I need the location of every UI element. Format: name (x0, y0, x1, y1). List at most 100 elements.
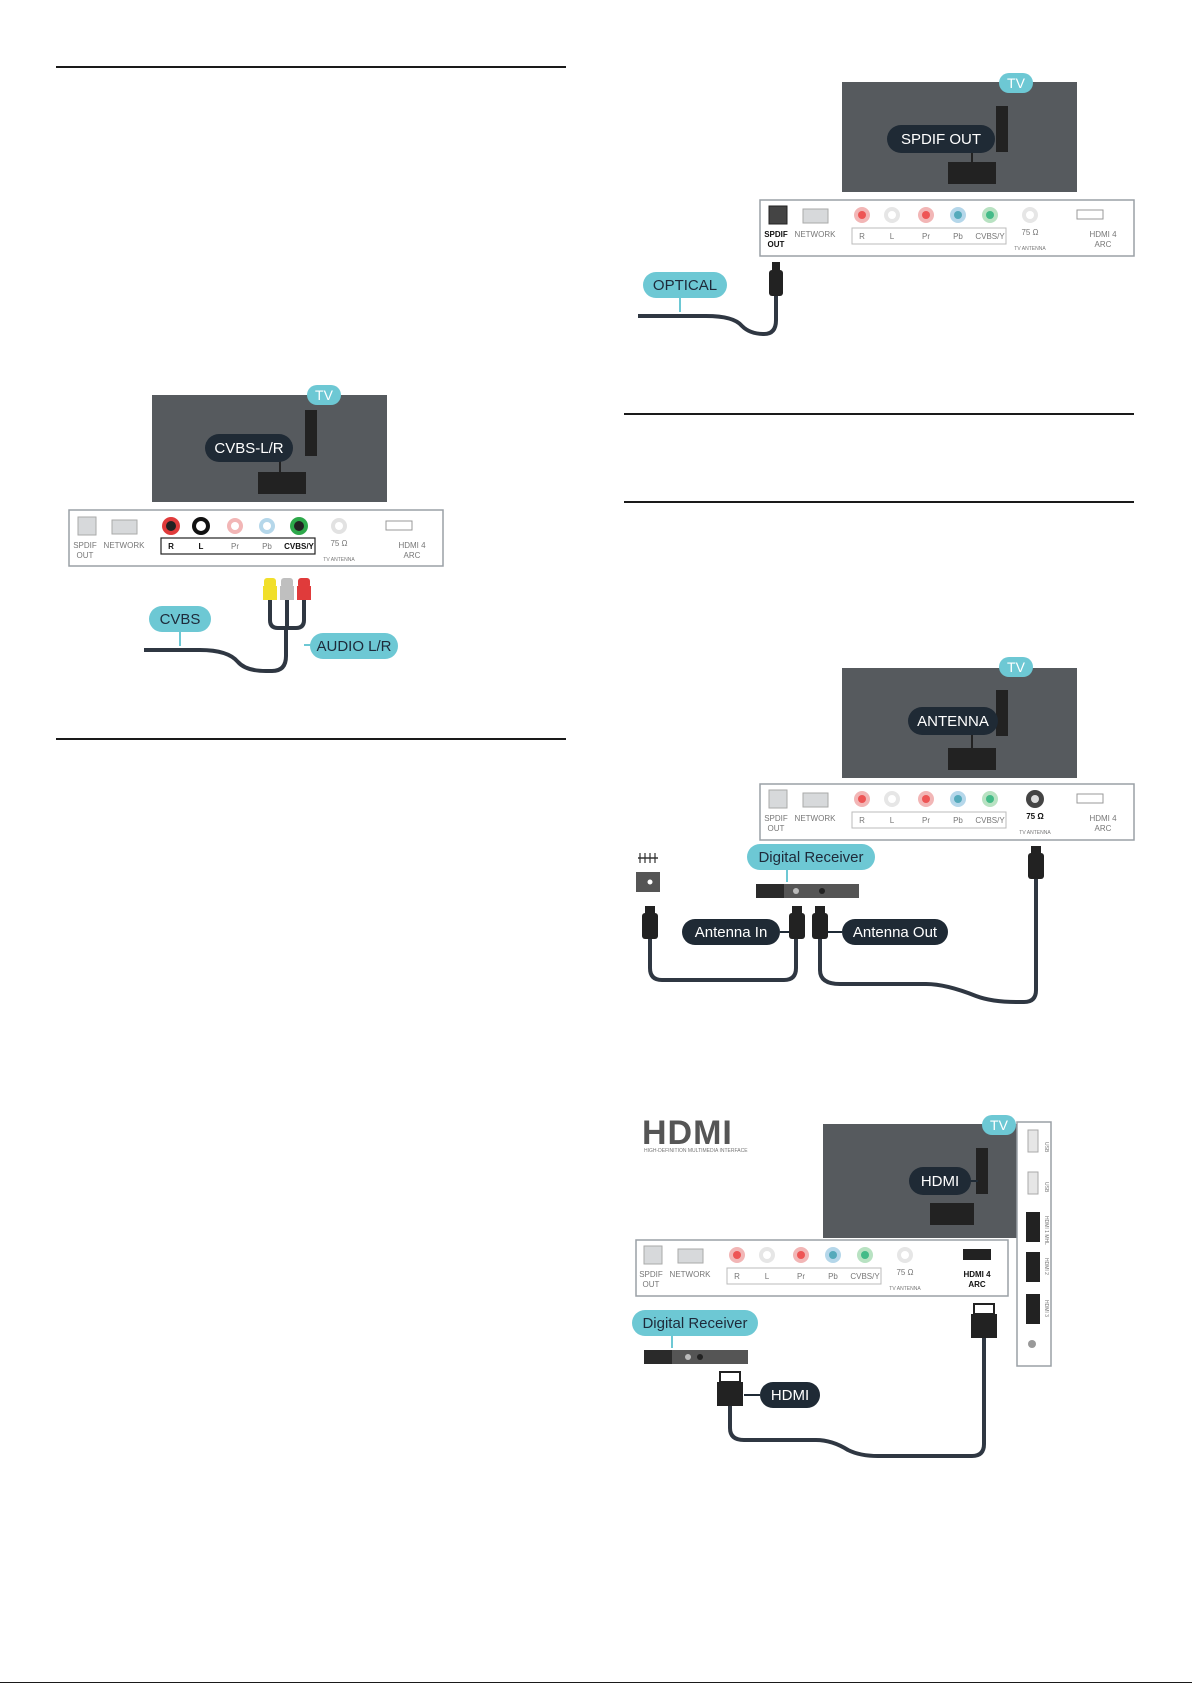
port-panel: SPDIF OUT NETWORK R L Pr Pb CVBS/Y 75 Ω … (759, 199, 1135, 257)
svg-text:ARC: ARC (1095, 240, 1112, 249)
svg-text:R: R (168, 542, 174, 551)
optical-callout: OPTICAL (643, 272, 727, 312)
svg-text:HDMI: HDMI (921, 1173, 959, 1190)
svg-text:NETWORK: NETWORK (795, 814, 837, 823)
svg-text:SPDIF OUT: SPDIF OUT (901, 131, 981, 148)
svg-text:NETWORK: NETWORK (795, 230, 837, 239)
svg-text:Pr: Pr (797, 1272, 805, 1281)
svg-text:ARC: ARC (1095, 824, 1112, 833)
svg-text:ARC: ARC (404, 551, 421, 560)
svg-text:Digital Receiver: Digital Receiver (758, 849, 863, 866)
svg-text:TV ANTENNA: TV ANTENNA (889, 1286, 921, 1292)
svg-text:L: L (890, 232, 895, 241)
svg-text:R: R (859, 232, 865, 241)
svg-text:L: L (199, 542, 204, 551)
svg-text:AUDIO L/R: AUDIO L/R (316, 638, 391, 655)
tv-port-callout: ANTENNA (908, 707, 998, 735)
digital-receiver-callout: Digital Receiver (632, 1310, 758, 1348)
section-rule-right-1 (624, 413, 1134, 415)
svg-text:TV: TV (1007, 659, 1026, 675)
svg-text:OUT: OUT (768, 824, 785, 833)
hdmi-plugs (717, 1303, 997, 1406)
antenna-connection-diagram: TV ANTENNA SPDIF OUT NETWORK R L Pr Pb C… (626, 654, 1136, 1004)
digital-receiver-callout: Digital Receiver (747, 844, 875, 882)
cvbs-callout: CVBS (149, 606, 211, 646)
svg-text:USB: USB (1043, 1142, 1049, 1153)
tv-tag: TV (999, 73, 1033, 93)
svg-text:CVBS-L/R: CVBS-L/R (214, 440, 283, 457)
coax-plugs (642, 846, 1044, 939)
svg-text:SPDIF: SPDIF (639, 1270, 663, 1279)
svg-text:HDMI 4: HDMI 4 (1089, 814, 1117, 823)
port-panel: SPDIF OUT NETWORK R L Pr Pb CVBS/Y 75 Ω … (68, 509, 444, 567)
hdmi-cable-callout: HDMI (744, 1382, 820, 1408)
optical-cable (638, 296, 778, 337)
svg-text:75 Ω: 75 Ω (1021, 228, 1038, 237)
port-panel: SPDIF OUT NETWORK R L Pr Pb CVBS/Y 75 Ω … (759, 783, 1135, 841)
svg-text:HDMI 2: HDMI 2 (1043, 1258, 1049, 1275)
svg-text:CVBS/Y: CVBS/Y (975, 816, 1005, 825)
svg-text:Pb: Pb (828, 1272, 838, 1281)
svg-text:OUT: OUT (77, 551, 94, 560)
cvbs-connection-diagram: TV CVBS-L/R SPDIF OUT NETWORK R L Pr Pb … (60, 380, 470, 680)
svg-text:TV ANTENNA: TV ANTENNA (1019, 830, 1051, 836)
svg-text:HDMI 4: HDMI 4 (398, 541, 426, 550)
hdmi-connection-diagram: HDMI HIGH-DEFINITION MULTIMEDIA INTERFAC… (626, 1112, 1136, 1472)
svg-text:HDMI 3: HDMI 3 (1043, 1300, 1049, 1317)
svg-text:L: L (765, 1272, 770, 1281)
svg-text:SPDIF: SPDIF (764, 230, 788, 239)
optical-connection-diagram: TV SPDIF OUT SPDIF OUT NETWORK R L Pr Pb… (626, 70, 1136, 340)
antenna-in-cable (648, 939, 798, 982)
tv-port-callout: HDMI (909, 1167, 978, 1195)
svg-text:CVBS/Y: CVBS/Y (284, 542, 314, 551)
tv-tag: TV (999, 657, 1033, 677)
svg-text:HDMI 4: HDMI 4 (1089, 230, 1117, 239)
svg-text:75 Ω: 75 Ω (1026, 812, 1044, 821)
svg-text:Antenna In: Antenna In (695, 924, 768, 941)
svg-text:HDMI 1 MHL: HDMI 1 MHL (1043, 1216, 1049, 1245)
section-rule-top-left (56, 66, 566, 68)
svg-text:ANTENNA: ANTENNA (917, 713, 989, 730)
svg-text:R: R (859, 816, 865, 825)
svg-text:SPDIF: SPDIF (764, 814, 788, 823)
svg-text:Pb: Pb (262, 542, 272, 551)
svg-text:HDMI: HDMI (642, 1114, 733, 1152)
svg-text:HDMI: HDMI (771, 1387, 809, 1404)
section-rule-mid-left (56, 738, 566, 740)
svg-text:ARC: ARC (968, 1280, 986, 1289)
svg-text:HIGH-DEFINITION MULTIMEDIA INT: HIGH-DEFINITION MULTIMEDIA INTERFACE (644, 1148, 748, 1154)
page-bottom-rule (0, 1682, 1192, 1683)
svg-text:L: L (890, 816, 895, 825)
svg-text:CVBS/Y: CVBS/Y (850, 1272, 880, 1281)
svg-text:TV: TV (990, 1117, 1009, 1133)
svg-text:OPTICAL: OPTICAL (653, 277, 717, 294)
svg-text:TV ANTENNA: TV ANTENNA (1014, 246, 1046, 252)
svg-text:HDMI 4: HDMI 4 (963, 1270, 991, 1279)
svg-text:Pr: Pr (231, 542, 239, 551)
svg-text:75 Ω: 75 Ω (896, 1268, 913, 1277)
antenna-out-callout: Antenna Out (828, 919, 948, 945)
wall-socket-icon (636, 872, 660, 892)
antenna-in-callout: Antenna In (682, 919, 789, 945)
svg-text:Pb: Pb (953, 816, 963, 825)
svg-text:OUT: OUT (643, 1280, 660, 1289)
svg-text:TV ANTENNA: TV ANTENNA (323, 557, 355, 563)
svg-text:75 Ω: 75 Ω (330, 539, 347, 548)
tv-port-callout: CVBS-L/R (205, 434, 293, 462)
tv-tag: TV (982, 1115, 1016, 1135)
svg-text:Digital Receiver: Digital Receiver (642, 1315, 747, 1332)
svg-text:R: R (734, 1272, 740, 1281)
svg-text:USB: USB (1043, 1182, 1049, 1193)
svg-text:Antenna Out: Antenna Out (853, 924, 938, 941)
digital-receiver-device (756, 884, 859, 898)
antenna-icon (638, 853, 658, 863)
hdmi-logo: HDMI HIGH-DEFINITION MULTIMEDIA INTERFAC… (642, 1114, 748, 1154)
port-panel: SPDIF OUT NETWORK R L Pr Pb CVBS/Y 75 Ω … (635, 1239, 1009, 1297)
svg-text:OUT: OUT (768, 240, 785, 249)
antenna-out-cable (818, 879, 1038, 1004)
audio-lr-callout: AUDIO L/R (310, 633, 398, 659)
svg-text:CVBS/Y: CVBS/Y (975, 232, 1005, 241)
svg-text:NETWORK: NETWORK (670, 1270, 712, 1279)
digital-receiver-device (644, 1350, 748, 1364)
optical-plug (769, 262, 783, 296)
